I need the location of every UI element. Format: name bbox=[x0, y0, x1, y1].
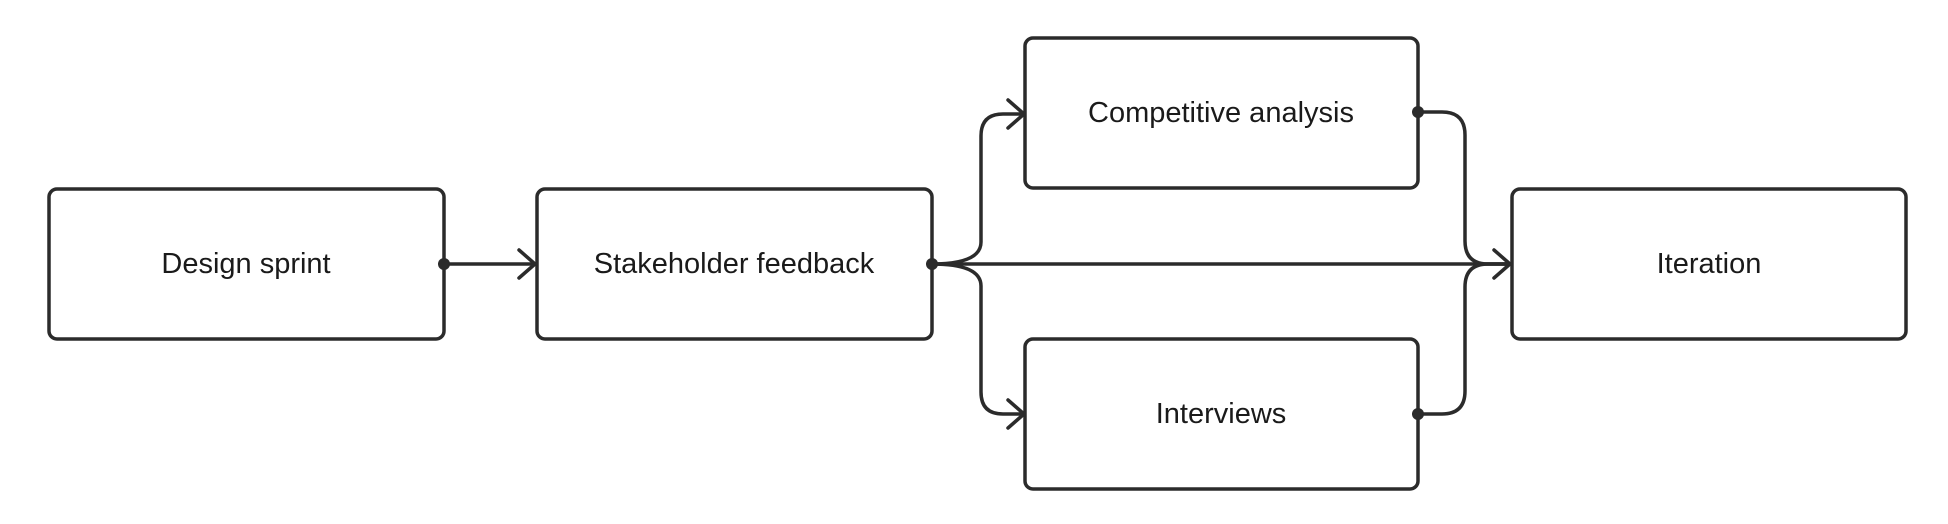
node-label-iteration: Iteration bbox=[1657, 248, 1762, 280]
port-dot-interviews bbox=[1412, 408, 1424, 420]
node-label-design-sprint: Design sprint bbox=[161, 248, 330, 280]
node-iteration: Iteration bbox=[1510, 187, 1908, 341]
edge-stakeholder-feedback-to-competitive-analysis bbox=[930, 112, 1024, 266]
node-label-stakeholder-feedback: Stakeholder feedback bbox=[594, 248, 875, 280]
node-stakeholder-feedback: Stakeholder feedback bbox=[535, 187, 934, 341]
edge-stakeholder-feedback-to-interviews bbox=[930, 262, 1024, 416]
port-dots bbox=[438, 106, 1424, 420]
edges bbox=[442, 98, 1512, 430]
node-interviews: Interviews bbox=[1023, 337, 1420, 491]
node-competitive-analysis: Competitive analysis bbox=[1023, 36, 1420, 190]
edge-interviews-to-iteration bbox=[1416, 262, 1510, 416]
node-design-sprint: Design sprint bbox=[47, 187, 446, 341]
port-dot-competitive-analysis bbox=[1412, 106, 1424, 118]
node-box bbox=[1510, 187, 1908, 341]
node-label-competitive-analysis: Competitive analysis bbox=[1088, 97, 1354, 129]
node-label-interviews: Interviews bbox=[1156, 398, 1287, 430]
arrowhead-iteration bbox=[1492, 248, 1512, 280]
port-dot-design-sprint bbox=[438, 258, 450, 270]
port-dot-stakeholder-feedback bbox=[926, 258, 938, 270]
edge-competitive-analysis-to-iteration bbox=[1416, 110, 1510, 266]
arrowhead-stakeholder-feedback bbox=[517, 248, 537, 280]
